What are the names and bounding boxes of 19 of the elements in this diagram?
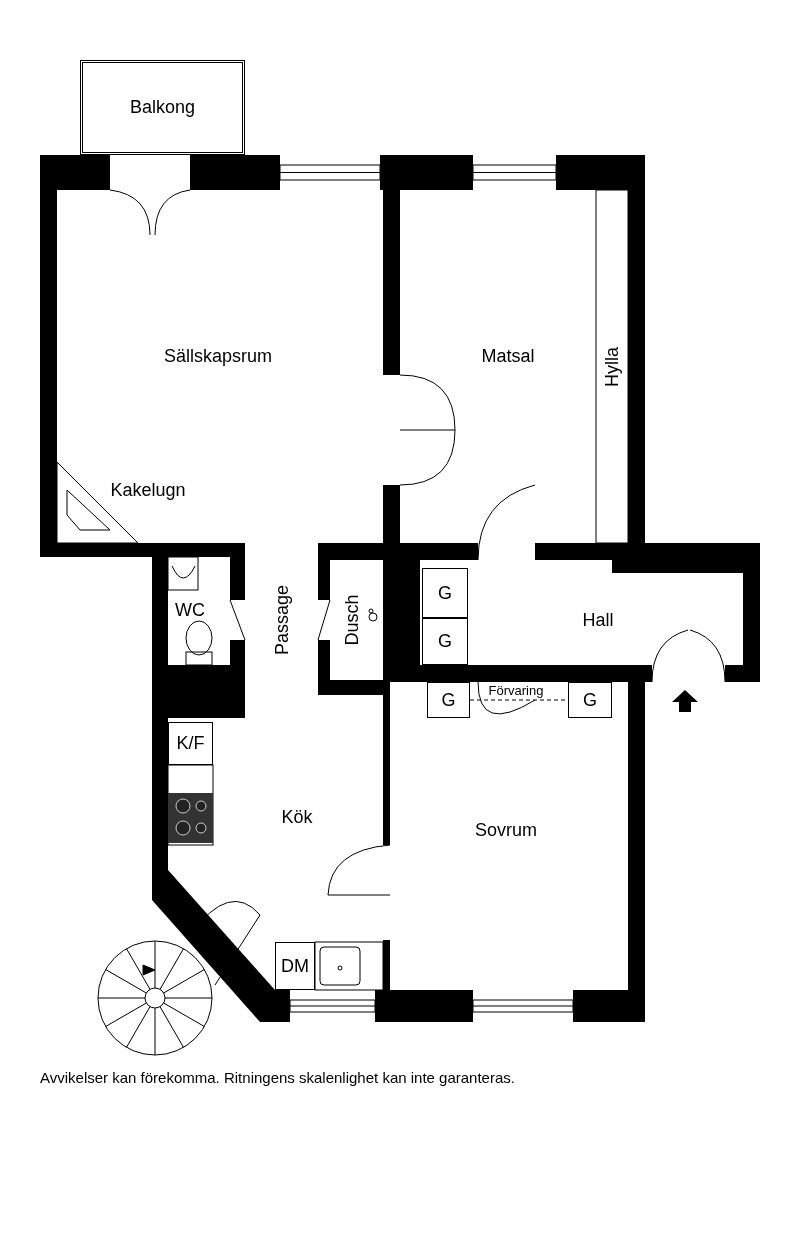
room-label: Sällskapsrum <box>164 347 272 365</box>
room-label: Hall <box>582 611 614 629</box>
room-label: Förvaring <box>487 683 545 697</box>
room-label: Matsal <box>481 347 535 365</box>
room-label: Kakelugn <box>110 481 186 499</box>
storage-box: DM <box>275 942 315 990</box>
storage-box: G <box>427 682 470 718</box>
room-label: Dusch <box>343 594 361 646</box>
disclaimer-note: Avvikelser kan förekomma. Ritningens skalenlighet kan inte garanteras. <box>40 1068 515 1088</box>
room-label: Kök <box>281 808 313 826</box>
room-label: Passage <box>273 584 291 656</box>
storage-box: K/F <box>168 722 213 765</box>
room-label: WC <box>175 601 205 619</box>
storage-box: G <box>568 682 612 718</box>
room-label: Sovrum <box>475 821 537 839</box>
balcony-box: Balkong <box>80 60 245 155</box>
storage-box: G <box>422 568 468 618</box>
storage-box: G <box>422 618 468 665</box>
room-label: Hylla <box>603 347 621 387</box>
